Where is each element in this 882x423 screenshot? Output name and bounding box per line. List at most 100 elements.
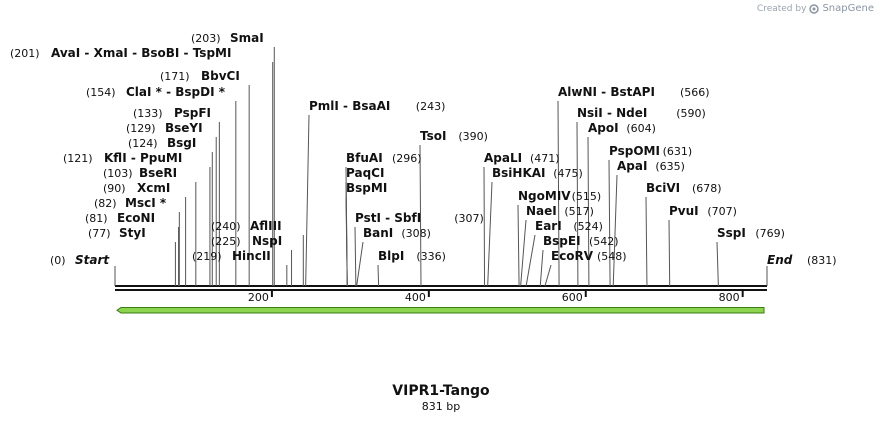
site-position: (604) xyxy=(626,122,656,135)
site-leaders xyxy=(174,47,719,287)
site-position: (103) xyxy=(103,167,133,180)
site-leader xyxy=(517,204,520,287)
site-name: BbvCI xyxy=(201,69,240,83)
map-title: VIPR1-Tango xyxy=(392,383,490,399)
site-leader xyxy=(645,196,648,287)
site-leader xyxy=(305,114,310,287)
site-position: (548) xyxy=(597,250,627,263)
ruler-tick-label: 400 xyxy=(405,291,426,304)
site-name: PspFI xyxy=(174,106,211,120)
site-leader xyxy=(539,249,544,287)
site-leader xyxy=(520,219,527,287)
site-name: SmaI xyxy=(230,31,264,45)
ruler-tick-label: 200 xyxy=(248,291,269,304)
site-position: (635) xyxy=(655,160,685,173)
site-position: (154) xyxy=(86,86,116,99)
site-leader xyxy=(525,234,536,287)
site-name: XcmI xyxy=(137,181,170,195)
site-leader xyxy=(354,226,357,287)
site-leader xyxy=(544,264,552,287)
site-position: (390) xyxy=(458,130,488,143)
site-position: (296) xyxy=(392,152,422,165)
restriction-sites: (77)StyI(81)EcoNI(82)MscI *(90)XcmI(103)… xyxy=(10,31,785,263)
site-name: TsoI xyxy=(420,129,446,143)
end-label: End xyxy=(767,253,793,267)
site-position: (475) xyxy=(553,167,583,180)
site-name: BspEI xyxy=(543,234,581,248)
end-position: (831) xyxy=(807,254,837,267)
site-position: (201) xyxy=(10,47,40,60)
snapgene-logo-icon xyxy=(809,3,820,14)
site-name: SspI xyxy=(717,226,746,240)
site-position: (542) xyxy=(589,235,619,248)
site-leader xyxy=(587,136,590,287)
site-leader xyxy=(356,241,364,287)
site-name: KflI - PpuMI xyxy=(104,151,182,165)
site-position: (77) xyxy=(88,227,111,240)
site-name: PspOMI xyxy=(609,144,660,158)
site-name: ApaI xyxy=(617,159,647,173)
site-name: AlwNI - BstAPI xyxy=(558,85,655,99)
site-position: (133) xyxy=(133,107,163,120)
site-position: (517) xyxy=(564,205,594,218)
site-name: BlpI xyxy=(378,249,404,263)
site-leader xyxy=(608,159,611,287)
site-name: EcoNI xyxy=(117,211,155,225)
ruler-ticks: 200 400 600 800 xyxy=(248,291,744,304)
site-position: (471) xyxy=(530,152,560,165)
site-name: NgoMIV xyxy=(518,189,571,203)
site-name: AflIII xyxy=(250,219,282,233)
site-name: NaeI xyxy=(526,204,557,218)
site-name: HincII xyxy=(232,249,271,263)
map-length: 831 bp xyxy=(421,400,461,413)
map-title-block: VIPR1-Tango 831 bp xyxy=(0,383,882,413)
site-position: (129) xyxy=(126,122,156,135)
site-name: BanI xyxy=(363,226,393,240)
site-name: AvaI - XmaI - BsoBI - TspMI xyxy=(51,46,231,60)
site-position: (121) xyxy=(63,152,93,165)
site-position: (219) xyxy=(192,250,222,263)
site-leader xyxy=(483,166,486,287)
site-position: (124) xyxy=(128,137,158,150)
site-name: PvuI xyxy=(669,204,699,218)
site-name: NsiI - NdeI xyxy=(577,106,647,120)
site-name: EarI xyxy=(535,219,562,233)
site-name: MscI * xyxy=(125,196,167,210)
site-leader xyxy=(716,241,719,287)
snapgene-credit: Created by SnapGene xyxy=(757,3,874,14)
ruler-tick-label: 600 xyxy=(562,291,583,304)
site-leader xyxy=(487,181,493,287)
site-position: (678) xyxy=(692,182,722,195)
site-name: BciVI xyxy=(646,181,680,195)
site-name: StyI xyxy=(119,226,146,240)
site-position: (308) xyxy=(401,227,431,240)
site-name: ApaLI xyxy=(484,151,522,165)
site-name: BseYI xyxy=(165,121,203,135)
site-name: EcoRV xyxy=(551,249,594,263)
site-position: (707) xyxy=(707,205,737,218)
site-position: (631) xyxy=(663,145,693,158)
site-position: (307) xyxy=(454,212,484,225)
site-position: (590) xyxy=(676,107,706,120)
site-position: (769) xyxy=(755,227,785,240)
site-name: BsiHKAI xyxy=(492,166,546,180)
site-leader xyxy=(377,264,380,287)
site-leader xyxy=(557,100,560,287)
site-name: NspI xyxy=(252,234,282,248)
site-leader xyxy=(576,121,579,287)
start-position: (0) xyxy=(50,254,66,267)
site-name: PmlI - BsaAI xyxy=(309,99,390,113)
site-name: BseRI xyxy=(139,166,177,180)
credit-prefix: Created by xyxy=(756,3,807,14)
site-leader xyxy=(612,174,618,287)
site-position: (243) xyxy=(416,100,446,113)
site-leader xyxy=(419,144,422,287)
site-position: (225) xyxy=(211,235,241,248)
site-position: (336) xyxy=(416,250,446,263)
site-name: ClaI * - BspDI * xyxy=(126,85,226,99)
ruler-tick-label: 800 xyxy=(719,291,740,304)
site-position: (524) xyxy=(573,220,603,233)
site-position: (81) xyxy=(85,212,108,225)
site-leader xyxy=(668,219,671,287)
